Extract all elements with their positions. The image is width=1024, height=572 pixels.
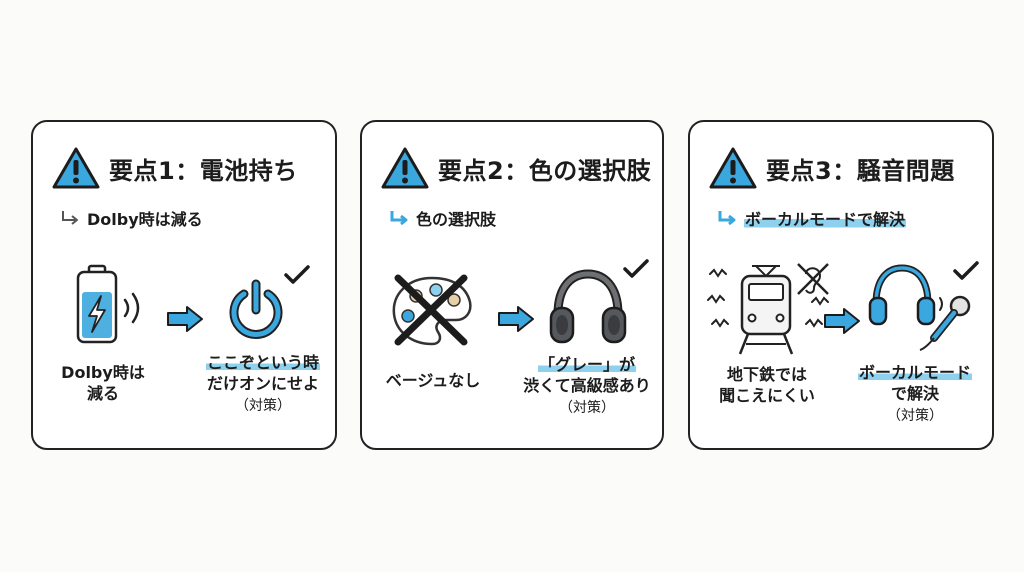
warning-icon: [709, 147, 757, 189]
problem-label: ベージュなし: [385, 371, 481, 390]
checkmark-icon: [953, 261, 979, 280]
warning-icon: [381, 147, 429, 189]
return-arrow-icon: [390, 211, 408, 226]
card-title: 要点2：色の選択肢: [438, 156, 652, 185]
microphone-icon: [919, 295, 971, 351]
noise-icon: [707, 268, 829, 328]
arrow-right-icon: [498, 306, 534, 332]
card-title: 要点3：騒音問題: [766, 156, 955, 185]
measure-note: （対策）: [887, 408, 943, 424]
measure-note: （対策）: [559, 400, 615, 416]
solution-label: ここぞという時 だけオンにせよ （対策）: [193, 352, 333, 417]
card-header: 要点2：色の選択肢: [380, 144, 651, 192]
subtitle-text: ボーカルモードで解決: [744, 206, 907, 230]
power-icon: [229, 279, 283, 339]
palette-icon: [392, 274, 472, 346]
arrow-right-icon: [824, 308, 860, 334]
card-subtitle: ボーカルモードで解決: [716, 206, 907, 230]
card-battery: 要点1：電池持ち Dolby時は減る Dolby時は 減る ここぞという時 だけ…: [31, 120, 337, 450]
card-subtitle: 色の選択肢: [388, 206, 496, 230]
headphones-icon: [549, 269, 627, 344]
train-icon: [738, 265, 794, 355]
arrow-right-icon: [167, 306, 203, 332]
battery-charging-icon: [76, 264, 140, 344]
problem-label: 地下鉄では 聞こえにくい: [719, 365, 815, 405]
cross-mark-icon: [394, 274, 468, 346]
solution-label: 「グレー」が 渋くて高級感あり （対策）: [512, 354, 662, 419]
card-title: 要点1：電池持ち: [109, 156, 298, 185]
checkmark-icon: [284, 265, 310, 284]
card-subtitle: Dolby時は減る: [59, 206, 203, 230]
solution-label: ボーカルモード で解決 （対策）: [840, 362, 990, 427]
measure-note: （対策）: [235, 398, 291, 414]
card-noise: 要点3：騒音問題 ボーカルモードで解決: [688, 120, 994, 450]
checkmark-icon: [623, 259, 649, 278]
warning-icon: [52, 147, 100, 189]
return-arrow-icon: [718, 211, 736, 226]
subtitle-text: Dolby時は減る: [87, 210, 203, 229]
headphones-icon: [868, 264, 971, 351]
train-noise-illustration: [707, 263, 829, 355]
card-header: 要点1：電池持ち: [51, 144, 298, 192]
return-arrow-icon: [62, 211, 78, 225]
subtitle-text: 色の選択肢: [416, 210, 497, 229]
problem-label: Dolby時は 減る: [61, 363, 145, 403]
no-hearing-icon: [797, 263, 829, 295]
card-color: 要点2：色の選択肢 色の選択肢 ベージュなし: [360, 120, 664, 450]
card-header: 要点3：騒音問題: [708, 144, 955, 192]
